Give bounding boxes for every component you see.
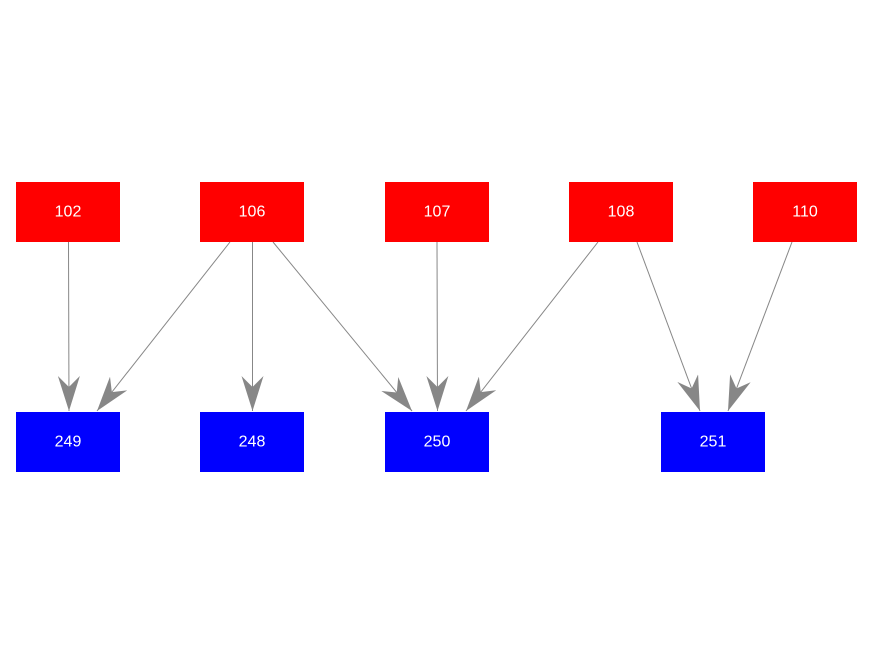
node-box-102[interactable] <box>16 182 120 242</box>
node-107[interactable]: 107 <box>385 182 489 242</box>
node-box-106[interactable] <box>200 182 304 242</box>
node-102[interactable]: 102 <box>16 182 120 242</box>
node-box-108[interactable] <box>569 182 673 242</box>
node-label-249: 249 <box>55 434 82 451</box>
node-label-107: 107 <box>424 204 451 221</box>
node-250[interactable]: 250 <box>385 412 489 472</box>
node-249[interactable]: 249 <box>16 412 120 472</box>
node-label-102: 102 <box>55 204 82 221</box>
node-label-248: 248 <box>239 434 266 451</box>
node-box-107[interactable] <box>385 182 489 242</box>
node-108[interactable]: 108 <box>569 182 673 242</box>
node-251[interactable]: 251 <box>661 412 765 472</box>
node-label-106: 106 <box>239 204 266 221</box>
node-label-251: 251 <box>700 434 727 451</box>
node-label-110: 110 <box>792 204 818 221</box>
node-box-110[interactable] <box>753 182 857 242</box>
edge-106-to-249 <box>96 241 231 412</box>
edges-layer <box>57 241 793 412</box>
edge-107-to-250 <box>426 241 449 412</box>
node-248[interactable]: 248 <box>200 412 304 472</box>
edge-108-to-250 <box>465 241 599 412</box>
node-box-249[interactable] <box>16 412 120 472</box>
node-box-250[interactable] <box>385 412 489 472</box>
node-label-250: 250 <box>424 434 451 451</box>
node-box-251[interactable] <box>661 412 765 472</box>
edge-102-to-249 <box>57 241 80 412</box>
node-box-248[interactable] <box>200 412 304 472</box>
edge-108-to-251 <box>636 241 701 412</box>
edge-110-to-251 <box>727 241 793 412</box>
node-label-108: 108 <box>608 204 635 221</box>
nodes-layer: 102 106 107 108 110 249 248 250 251 <box>16 182 857 472</box>
node-106[interactable]: 106 <box>200 182 304 242</box>
node-110[interactable]: 110 <box>753 182 857 242</box>
edge-106-to-250 <box>272 241 413 412</box>
